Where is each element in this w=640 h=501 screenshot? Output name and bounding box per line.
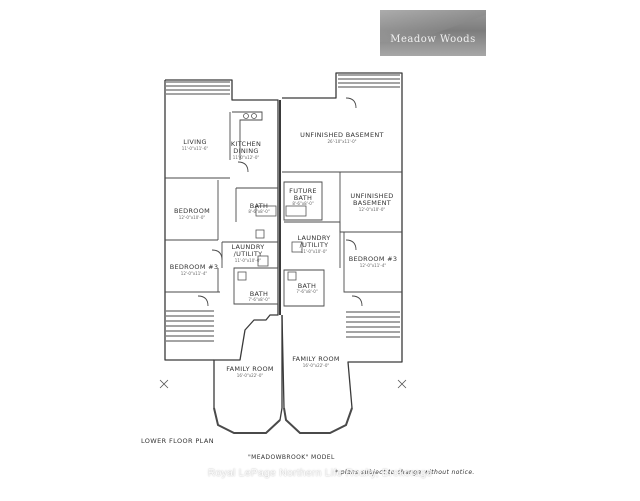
left-door-swing-1: [237, 161, 249, 173]
room-unfinished-basement-dim: 26'-10"x11'-0": [327, 139, 357, 144]
room-bedroom3-right-dim: 12'-0"x11'-4": [359, 263, 387, 268]
room-bath-lower-right-label: BATH: [297, 282, 317, 290]
room-bedroom3-left-dim: 12'-0"x11'-4": [180, 271, 208, 276]
room-dining-label: DINING: [233, 147, 259, 155]
right-bedroom3-wall: [343, 232, 402, 293]
right-bathtub-fixture: [285, 205, 307, 217]
right-door-swing-1: [345, 97, 357, 109]
brokerage-watermark: Royal LePage Northern Life Realty, Broke…: [207, 467, 433, 479]
right-door-swing-3: [351, 295, 363, 307]
left-bedroom3-wall: [165, 268, 220, 293]
left-stair-top: [166, 81, 230, 95]
right-washer-fixture: [291, 241, 303, 253]
room-bath-label: BATH: [249, 202, 269, 210]
room-laundry-right-label: LAUNDRY: [297, 234, 331, 242]
left-door-swing-3: [197, 295, 209, 307]
left-corner-marker: [159, 379, 169, 389]
left-toilet-fixture: [255, 229, 265, 239]
left-sink-fixture: [243, 113, 249, 119]
room-utility-right-label: /UTILITY: [299, 241, 329, 249]
room-family-left-dim: 16'-0"x22'-0": [236, 373, 264, 378]
left-washer-fixture: [257, 255, 269, 267]
right-laundry-wall: [284, 221, 341, 268]
left-laundry-wall: [221, 241, 278, 268]
left-kitchen-living-split: [165, 112, 231, 179]
left-bath-wall: [235, 187, 278, 222]
room-family-right-dim: 16'-0"x22'-0": [302, 363, 330, 368]
right-corner-marker: [397, 379, 407, 389]
notice-caption: * plans subject to change without notice…: [335, 469, 475, 476]
right-future-bath: [283, 181, 323, 221]
right-stair-top: [338, 74, 400, 88]
left-bay-window: [213, 407, 281, 434]
room-unfinished-basement-label: UNFINISHED BASEMENT: [300, 131, 384, 139]
left-kitchen-counter: [232, 111, 263, 160]
room-bath-lower-right-dim: 7'-6"x8'-0": [296, 289, 318, 294]
model-caption: "MEADOWBROOK" MODEL: [248, 454, 335, 461]
left-range-fixture: [251, 113, 257, 119]
right-lower-toilet-fixture: [287, 271, 297, 281]
room-future-label: FUTURE: [289, 187, 317, 195]
room-unfinished-basement-sub-label: BASEMENT: [352, 199, 392, 207]
room-kitchen-label: KITCHEN: [230, 140, 262, 148]
left-bathtub-fixture: [255, 205, 277, 217]
brand-landscape-graphic: [380, 10, 486, 42]
plan-title: LOWER FLOOR PLAN: [141, 437, 214, 445]
left-bedroom-wall: [165, 180, 219, 241]
left-lower-toilet-fixture: [237, 271, 247, 281]
room-bath-dim: 8'-6"x8'-0": [248, 209, 270, 214]
left-door-swing-2: [211, 249, 223, 261]
room-kitchen-dim: 11'-0"x12'-0": [232, 155, 260, 160]
room-future-bath-label: BATH: [293, 194, 313, 202]
right-door-swing-2: [345, 239, 357, 251]
room-living-label: LIVING: [183, 138, 207, 146]
room-living-dim: 11'-0"x11'-6": [181, 146, 209, 151]
room-laundry-left-dim: 11'-0"x10'-0": [234, 258, 262, 263]
room-laundry-right-dim: 11'-0"x10'-0": [300, 249, 328, 254]
room-unfinished-label: UNFINISHED: [350, 192, 394, 200]
room-utility-left-label: /UTILITY: [233, 250, 263, 258]
right-lower-bath-wall: [283, 269, 325, 307]
room-future-bath-dim: 8'-6"x8'-0": [292, 201, 314, 206]
left-stair: [166, 310, 214, 342]
brand-logo: Meadow Woods: [380, 10, 486, 56]
room-bath-lower-left-dim: 7'-6"x8'-0": [248, 297, 270, 302]
room-bedroom3-left-label: BEDROOM #3: [169, 263, 219, 271]
room-bedroom-label: BEDROOM: [173, 207, 211, 215]
right-bay-window: [283, 407, 353, 434]
room-laundry-left-label: LAUNDRY: [231, 243, 265, 251]
room-bedroom3-right-label: BEDROOM #3: [348, 255, 398, 263]
right-stair: [346, 311, 400, 338]
brand-name: Meadow Woods: [390, 34, 476, 45]
room-bedroom-dim: 12'-0"x10'-0": [178, 215, 206, 220]
left-unit-west-wall: [164, 80, 214, 361]
room-unfinished-right-dim: 12'-0"x10'-0": [358, 207, 386, 212]
left-lower-bath-wall: [233, 267, 279, 305]
room-bath-lower-left-label: BATH: [249, 290, 269, 298]
room-family-right-label: FAMILY ROOM: [292, 355, 340, 363]
room-family-left-label: FAMILY ROOM: [226, 365, 274, 373]
